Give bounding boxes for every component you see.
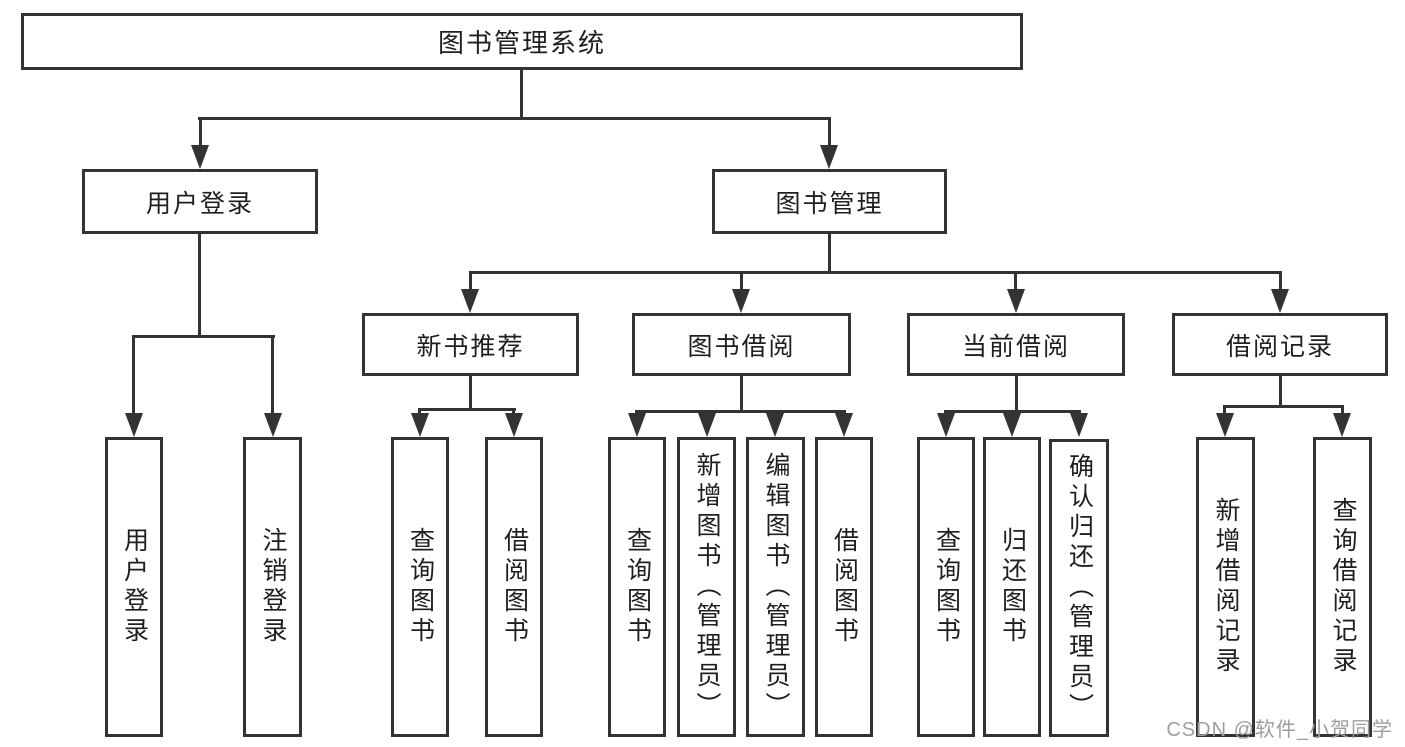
- arrow-down-icon: [628, 413, 646, 437]
- connector-vline: [1279, 375, 1282, 405]
- node-new-book-recommendation: 新书推荐: [362, 313, 579, 376]
- connector-vline: [740, 271, 743, 292]
- connector-vline: [1341, 405, 1344, 417]
- arrow-down-icon: [1216, 413, 1234, 437]
- connector-vline: [828, 117, 831, 151]
- csdn-watermark: CSDN @软件_小贺同学: [1166, 719, 1393, 741]
- arrow-down-icon: [191, 145, 209, 169]
- arrow-down-icon: [698, 413, 716, 437]
- leaf-query-books-borrow: 查询图书: [608, 437, 666, 737]
- arrow-down-icon: [732, 289, 750, 313]
- node-current-borrowing: 当前借阅: [907, 313, 1125, 376]
- leaf-add-book-admin: 新增图书（管理员）: [677, 437, 736, 737]
- arrow-down-icon: [125, 413, 143, 437]
- connector-hline: [418, 408, 516, 411]
- connector-hline: [198, 117, 831, 120]
- connector-vline: [1015, 375, 1018, 410]
- arrow-down-icon: [411, 413, 429, 437]
- connector-hline: [132, 335, 275, 338]
- arrow-down-icon: [820, 145, 838, 169]
- connector-vline: [1223, 405, 1226, 417]
- connector-vline: [828, 233, 831, 271]
- connector-hline: [1223, 405, 1344, 408]
- node-book-management: 图书管理: [712, 169, 947, 234]
- arrow-down-icon: [1333, 413, 1351, 437]
- node-library-system: 图书管理系统: [21, 13, 1023, 70]
- connector-hline: [469, 271, 1282, 274]
- leaf-add-borrow-record: 新增借阅记录: [1196, 437, 1255, 737]
- connector-vline: [132, 335, 135, 417]
- arrow-down-icon: [505, 413, 523, 437]
- connector-vline: [1279, 271, 1282, 292]
- leaf-borrow-books-recommend: 借阅图书: [485, 437, 543, 737]
- connector-vline: [740, 375, 743, 410]
- arrow-down-icon: [1271, 289, 1289, 313]
- connector-vline: [199, 117, 202, 151]
- leaf-borrow-books: 借阅图书: [815, 437, 873, 737]
- leaf-edit-book-admin: 编辑图书（管理员）: [746, 437, 805, 737]
- connector-vline: [469, 375, 472, 408]
- arrow-down-icon: [766, 413, 784, 437]
- node-book-borrowing: 图书借阅: [632, 313, 851, 376]
- arrow-down-icon: [937, 413, 955, 437]
- arrow-down-icon: [835, 413, 853, 437]
- leaf-confirm-return-admin: 确认归还（管理员）: [1049, 439, 1109, 737]
- connector-vline: [198, 233, 201, 335]
- leaf-query-books-current: 查询图书: [917, 437, 975, 737]
- node-user-login: 用户登录: [82, 169, 318, 234]
- connector-vline: [271, 335, 274, 417]
- leaf-user-login: 用户登录: [105, 437, 163, 737]
- arrow-down-icon: [461, 289, 479, 313]
- leaf-query-borrow-record: 查询借阅记录: [1313, 437, 1372, 737]
- arrow-down-icon: [264, 413, 282, 437]
- leaf-query-books-recommend: 查询图书: [391, 437, 449, 737]
- node-borrowing-records: 借阅记录: [1172, 313, 1388, 376]
- leaf-logout: 注销登录: [243, 437, 302, 737]
- connector-vline: [520, 69, 523, 117]
- arrow-down-icon: [1070, 413, 1088, 437]
- connector-hline: [944, 410, 1081, 413]
- arrow-down-icon: [1007, 289, 1025, 313]
- arrow-down-icon: [1003, 413, 1021, 437]
- leaf-return-books: 归还图书: [983, 437, 1041, 737]
- connector-hline: [635, 410, 846, 413]
- connector-vline: [1014, 271, 1017, 292]
- connector-vline: [469, 271, 472, 292]
